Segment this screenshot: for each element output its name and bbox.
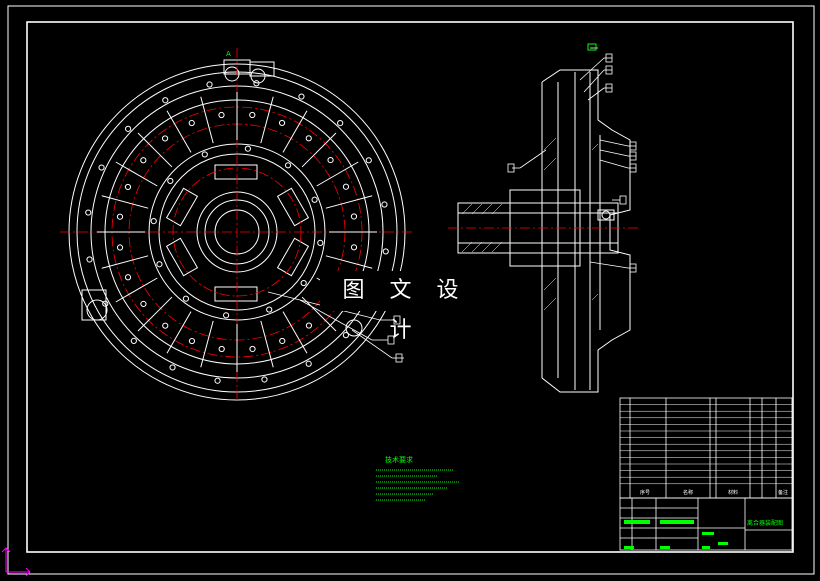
technical-notes: 技术要求 [376,455,460,501]
rivet-hole [382,248,389,255]
rivet-hole [162,97,169,104]
rivet-hole [156,261,163,268]
technical-notes-title: 技术要求 [385,455,413,464]
rivet-hole [206,81,213,88]
rivet-hole [305,322,313,329]
rivet-hole [188,337,196,345]
finger-line [260,96,274,144]
rivet-hole [125,125,132,132]
rivet-hole [150,218,157,225]
rivet-hole [124,183,132,191]
rivet-hole [167,177,174,185]
rivet-hole [162,322,169,329]
finger-line [200,320,214,368]
rivet-hole [201,151,208,158]
drawing-frame [7,5,815,575]
rivet-hole [86,256,93,263]
rivet-hole [337,120,344,127]
rivet-hole [253,80,260,87]
finger-line [282,110,308,153]
finger-line [200,96,214,144]
rivet-hole [214,377,221,384]
rivet-hole [350,244,358,251]
rivet-hole [300,279,307,287]
watermark-text: 图 文 设 计 [320,271,490,343]
finger-line [325,255,373,269]
rivet-hole [188,119,195,127]
rivet-hole [266,306,273,313]
rivet-hole [284,162,292,169]
parts-header-name: 名称 [683,489,693,496]
rivet-hole [279,337,286,345]
rivet-hole [305,135,312,142]
finger-line [282,311,308,354]
rivet-hole [169,364,176,371]
parts-header-index: 序号 [640,489,650,496]
rivet-hole [317,239,324,246]
rivet-hole [350,213,358,220]
finger-line [260,320,274,368]
parts-list [619,397,793,499]
finger-line [166,110,192,153]
rivet-hole [305,360,312,367]
finger-line [301,132,337,168]
finger-line [301,296,337,332]
rivet-hole [381,201,388,208]
title-block-green-marks [624,520,728,549]
rivet-hole [85,209,92,216]
title-block [619,497,793,551]
ucs-axis-icon [1,547,31,577]
rivet-hole [140,157,147,164]
rivet-hole [365,157,372,164]
rivet-hole [249,345,256,353]
rivet-hole [161,135,169,142]
rivet-hole [124,274,132,281]
diaphragm-spring-fingers [97,92,377,372]
rivet-hole [116,244,124,251]
rivet-hole [182,295,190,302]
clutch-section-view [457,69,631,393]
rivet-hole [218,345,225,353]
rivet-hole [311,196,318,203]
front-leaders [267,291,404,363]
finger-line [101,255,149,269]
technical-notes-lines [376,469,460,501]
rivet-holes [85,80,389,384]
rivet-hole [244,145,251,152]
parts-header-remark: 备注 [778,489,788,496]
finger-line [101,195,149,209]
finger-line [325,195,373,209]
rivet-hole [278,119,286,127]
rivet-hole [102,300,109,307]
parts-list-header-labels: 序号 名称 材料 备注 [640,489,788,496]
finger-line [137,296,173,332]
rivet-hole [223,312,230,319]
section-hatching [461,137,599,311]
finger-line [316,161,359,187]
finger-line [137,132,173,168]
rivet-hole [342,183,350,190]
rivet-hole [327,156,334,164]
section-leaders [507,47,637,273]
rivet-hole [261,376,268,383]
rivet-hole [218,111,225,119]
rivet-hole [249,111,256,119]
rivet-hole [98,164,105,171]
section-view-marker [587,43,597,51]
parts-list-rows [620,404,792,485]
rivet-hole [116,213,124,220]
parts-header-material: 材料 [728,489,738,496]
rivet-hole [140,300,147,308]
finger-line [115,277,158,303]
rivet-hole [130,337,137,344]
rivet-hole [298,93,305,100]
finger-line [166,311,192,354]
title-block-drawing-name: 离合器装配图 [747,519,783,527]
rivet-hole [342,332,349,339]
finger-line [115,161,158,187]
front-view-label: A [226,50,231,58]
